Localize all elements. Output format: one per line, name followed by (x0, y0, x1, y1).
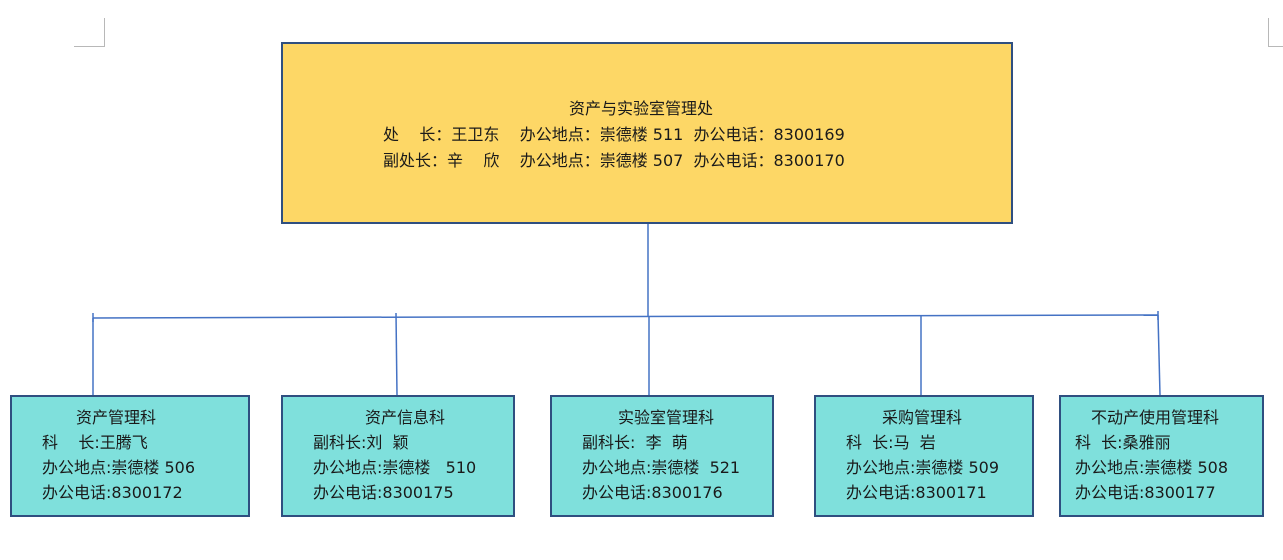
office-content: 资产与实验室管理处 处 长：王卫东 办公地点：崇德楼 511 办公电话：8300… (383, 96, 991, 174)
department-phone-line: 办公电话:8300172 (42, 483, 183, 502)
department-title: 不动产使用管理科 (1091, 408, 1220, 427)
department-location-line: 办公地点:崇德楼 506 (42, 458, 196, 477)
department-details: 科 长:桑雅丽 办公地点:崇德楼 508 办公电话:8300177 (1075, 430, 1228, 505)
department-phone-line: 办公电话:8300176 (582, 483, 723, 502)
department-head-line: 科 长:王腾飞 (42, 433, 148, 452)
office-deputy-line: 副处长：辛 欣 办公地点：崇德楼 507 办公电话：8300170 (383, 151, 845, 170)
department-details: 科 长:马 岩 办公地点:崇德楼 509 办公电话:8300171 (846, 430, 999, 505)
department-head-line: 科 长:马 岩 (846, 433, 936, 452)
office-box: 资产与实验室管理处 处 长：王卫东 办公地点：崇德楼 511 办公电话：8300… (281, 42, 1013, 224)
branch-line-2 (395, 312, 398, 396)
department-details: 副科长:刘 颖 办公地点:崇德楼 510 办公电话:8300175 (313, 430, 476, 505)
department-box-real-estate-management: 不动产使用管理科 科 长:桑雅丽 办公地点:崇德楼 508 办公电话:83001… (1059, 395, 1264, 517)
branch-line-5 (1157, 314, 1161, 396)
department-phone-line: 办公电话:8300177 (1075, 483, 1216, 502)
department-head-line: 科 长:桑雅丽 (1075, 433, 1171, 452)
department-box-procurement-management: 采购管理科 科 长:马 岩 办公地点:崇德楼 509 办公电话:8300171 (814, 395, 1034, 517)
department-head-line: 副科长:刘 颖 (313, 433, 409, 452)
department-details: 科 长:王腾飞 办公地点:崇德楼 506 办公电话:8300172 (42, 430, 195, 505)
department-title: 资产管理科 (76, 408, 157, 427)
department-details: 副科长: 李 萌 办公地点:崇德楼 521 办公电话:8300176 (582, 430, 740, 505)
department-box-laboratory-management: 实验室管理科 副科长: 李 萌 办公地点:崇德楼 521 办公电话:830017… (550, 395, 774, 517)
page-corner-mark-left (74, 18, 105, 47)
office-director-line: 处 长：王卫东 办公地点：崇德楼 511 办公电话：8300169 (383, 125, 845, 144)
horizontal-bus-line (92, 314, 1159, 319)
department-location-line: 办公地点:崇德楼 521 (582, 458, 741, 477)
department-title: 实验室管理科 (618, 408, 715, 427)
department-box-asset-information: 资产信息科 副科长:刘 颖 办公地点:崇德楼 510 办公电话:8300175 (281, 395, 515, 517)
department-head-line: 副科长: 李 萌 (582, 433, 688, 452)
page-corner-mark-right (1268, 18, 1283, 47)
department-location-line: 办公地点:崇德楼 510 (313, 458, 477, 477)
department-phone-line: 办公电话:8300171 (846, 483, 987, 502)
department-phone-line: 办公电话:8300175 (313, 483, 454, 502)
department-location-line: 办公地点:崇德楼 509 (846, 458, 1000, 477)
department-title: 采购管理科 (882, 408, 963, 427)
department-location-line: 办公地点:崇德楼 508 (1075, 458, 1229, 477)
office-title: 资产与实验室管理处 (569, 99, 714, 118)
department-title: 资产信息科 (365, 408, 446, 427)
department-box-asset-management: 资产管理科 科 长:王腾飞 办公地点:崇德楼 506 办公电话:8300172 (10, 395, 250, 517)
